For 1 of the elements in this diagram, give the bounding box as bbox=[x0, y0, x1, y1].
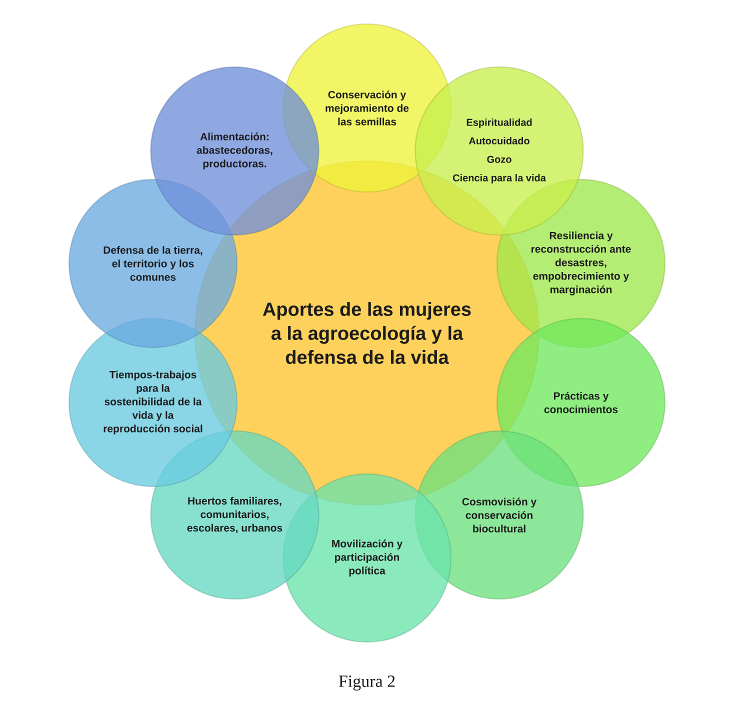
figure-caption: Figura 2 bbox=[338, 676, 395, 690]
